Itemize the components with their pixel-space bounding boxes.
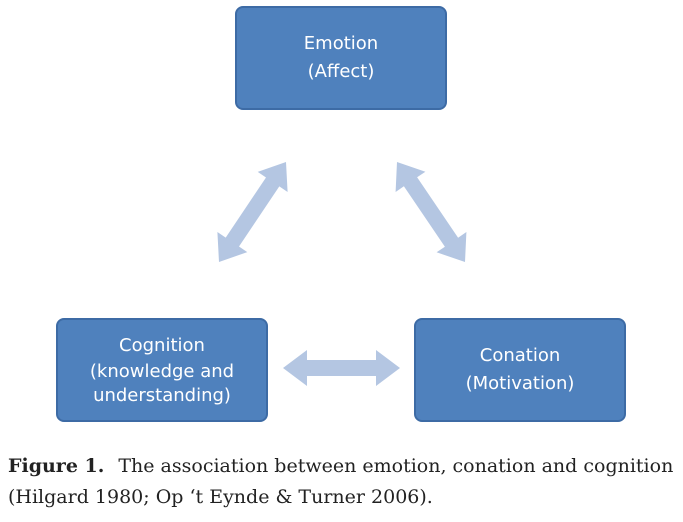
figure-caption: Figure 1.The association between emotion… [8, 451, 678, 513]
arrow-cognition-conation [283, 350, 400, 386]
figure-caption-text: The association between emotion, conatio… [8, 455, 674, 508]
cognition-subtitle-2: understanding) [93, 384, 231, 406]
conation-subtitle: (Motivation) [465, 373, 575, 394]
emotion-node: Emotion (Affect) [235, 6, 447, 110]
cognition-subtitle-1: (knowledge and [89, 360, 235, 382]
conation-title: Conation [479, 345, 561, 367]
emotion-subtitle: (Affect) [307, 61, 375, 82]
emotion-title: Emotion [303, 33, 379, 55]
arrow-emotion-cognition [217, 162, 288, 262]
conation-node: Conation (Motivation) [414, 318, 626, 422]
cognition-node: Cognition (knowledge and understanding) [56, 318, 268, 422]
arrow-emotion-conation [395, 162, 467, 262]
figure-label: Figure 1. [8, 455, 105, 477]
cognition-title: Cognition [119, 334, 205, 356]
